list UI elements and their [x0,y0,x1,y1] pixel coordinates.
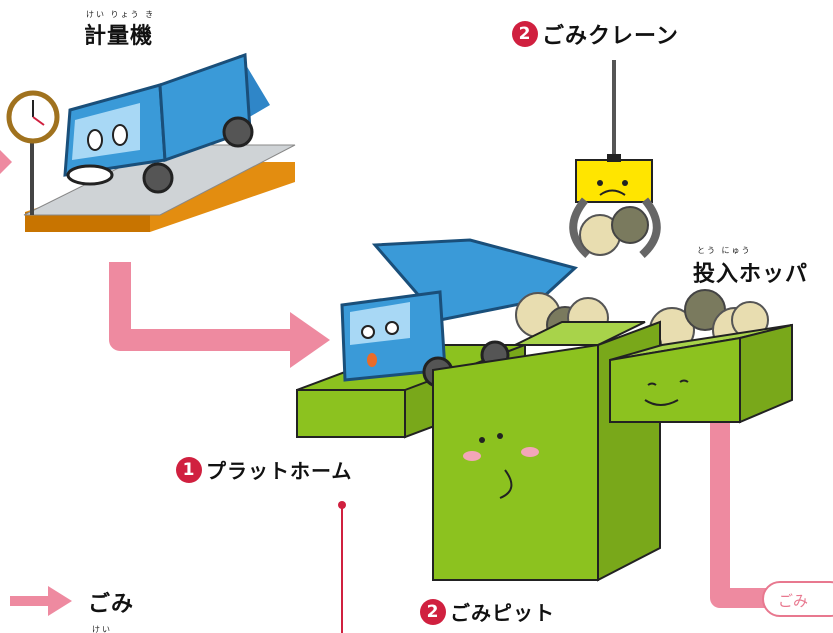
weighing-scale [6,90,296,232]
legend-arrow-head [48,586,72,616]
flow-arrow-hopper-down [710,420,770,608]
scale-label-ruby: けい りょう き [86,10,156,19]
hopper-label: 投入ホッパ [693,256,808,288]
hopper-label-text: 投入ホッパ [693,262,809,287]
hopper-label-ruby: とう にゅう [697,246,752,255]
crane-number-badge: 2 [512,21,538,47]
garbage-bags [515,289,769,362]
pit-label-text: ごみピット [450,601,555,625]
flow-arrow-left-partial [0,150,12,174]
platform-label-text: プラットホーム [206,459,353,483]
flow-tag: ごみ [762,581,833,617]
crane-label-text: ごみクレーン [542,24,679,49]
truck-on-scale [63,52,270,194]
scale-label: 計量機 [84,18,153,50]
flow-arrow-scale-to-platform [109,262,300,351]
scale-label-text: 計量機 [84,24,154,49]
crane [569,60,661,258]
legend-arrow-shaft [10,596,50,606]
flow-arrowhead [290,312,330,368]
platform-number-badge: 1 [176,456,202,483]
legend-label: ごみ [88,592,135,617]
legend-ruby: けい [92,625,112,633]
hopper [609,323,793,424]
pit-number-badge: 2 [420,598,446,625]
garbage-pit [432,320,661,582]
